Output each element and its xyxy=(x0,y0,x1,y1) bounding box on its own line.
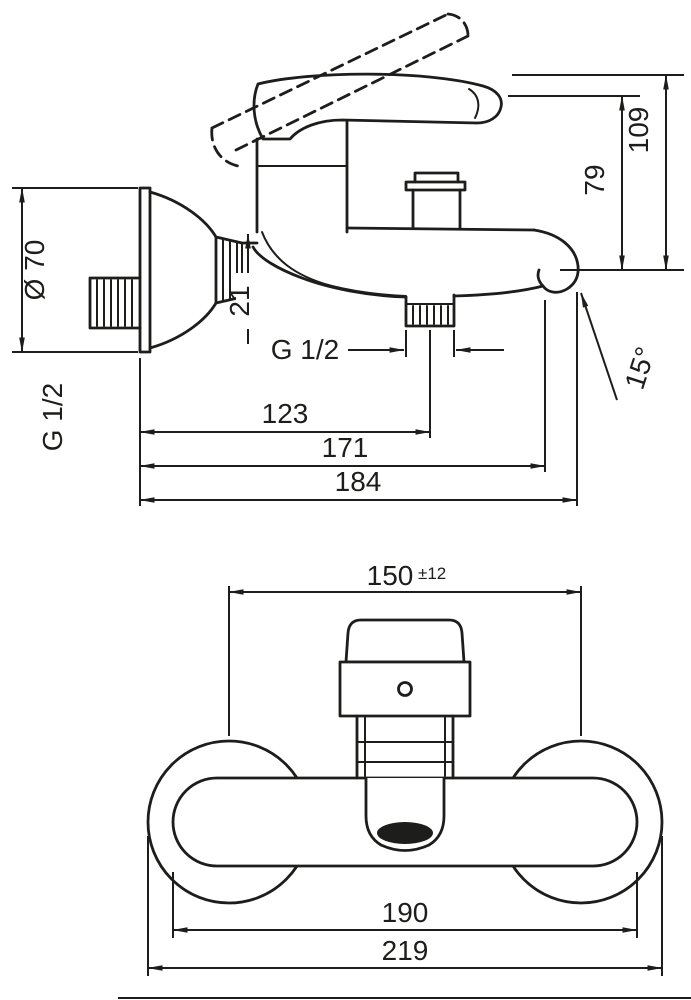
spout xyxy=(251,226,580,299)
side-view-dimensions: 109 79 Ø 70 G 1/2 21 G 1/2 123 171 184 1… xyxy=(12,74,684,506)
diverter-knob xyxy=(404,171,467,230)
aerator xyxy=(404,293,456,328)
inlet-thread-label: G 1/2 xyxy=(37,383,68,451)
dim-escutcheon-diameter-label: Ø 70 xyxy=(19,240,50,301)
dim-spout-drop-label: 21 xyxy=(224,285,255,316)
lever-raised-dashed xyxy=(210,12,470,168)
spout-front xyxy=(364,776,446,852)
valve-body xyxy=(255,120,349,234)
inlet-nipple xyxy=(88,276,142,330)
front-view-faucet xyxy=(146,618,664,905)
label-mask xyxy=(236,273,261,329)
dim-depth-aerator-label: 123 xyxy=(262,398,309,429)
spout-opening xyxy=(377,822,433,844)
dim-total-width-label: 219 xyxy=(382,935,429,966)
lever-handle xyxy=(252,72,503,141)
dim-line-spout-angle xyxy=(580,292,618,401)
front-view-dimensions: 150 ±12 190 219 xyxy=(118,560,691,999)
dim-depth-total-label: 184 xyxy=(335,466,382,497)
dim-spout-angle-label: 15° xyxy=(619,343,662,393)
dim-body-width-label: 190 xyxy=(382,897,429,928)
dim-connection-tolerance-label: ±12 xyxy=(418,564,446,583)
dim-height-body-label: 79 xyxy=(579,164,610,195)
side-view-faucet xyxy=(88,12,580,354)
dim-depth-outlet-label: 171 xyxy=(322,432,369,463)
cartridge-head xyxy=(338,618,472,780)
aerator-thread-label: G 1/2 xyxy=(271,334,339,365)
dim-height-total-label: 109 xyxy=(623,107,654,154)
dim-connection-distance-label: 150 xyxy=(367,560,414,591)
